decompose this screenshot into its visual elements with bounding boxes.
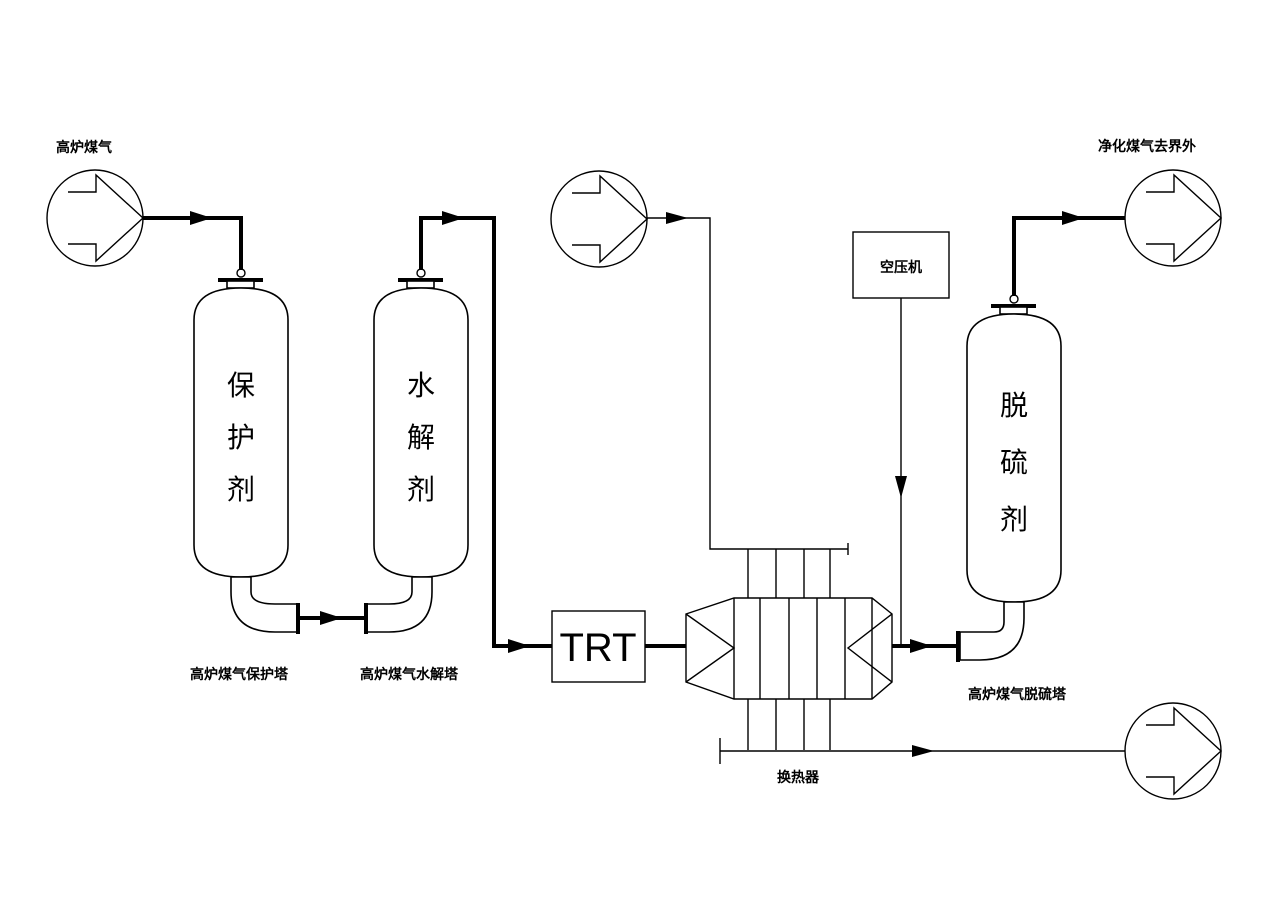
desulfurization-vessel-char-1: 脱 [1000, 389, 1028, 422]
guard-vessel-char-3: 剂 [227, 473, 255, 506]
pipe-inlet-to-guard [143, 211, 246, 278]
trt-unit: TRT [551, 610, 646, 683]
guard-tower-label: 高炉煤气保护塔 [190, 666, 289, 683]
pipe-desulfurization-to-outlet [1009, 211, 1125, 304]
compressor-label: 空压机 [880, 259, 922, 276]
desulfurization-tower-label: 高炉煤气脱硫塔 [968, 686, 1067, 703]
heat-exchanger-label: 换热器 [777, 769, 820, 786]
hydrolysis-vessel-char-3: 剂 [407, 473, 435, 506]
hydrolysis-vessel-char-1: 水 [407, 369, 435, 402]
trt-inlet-flow-symbol [550, 170, 649, 268]
desulfurization-vessel-char-2: 硫 [1000, 446, 1028, 479]
pipe-upper-manifold [647, 212, 849, 555]
desulfurization-tower: 脱 硫 剂 [966, 304, 1062, 603]
outlet-gas-label: 净化煤气去界外 [1098, 138, 1196, 155]
inlet-gas-label: 高炉煤气 [56, 139, 112, 156]
hydrolysis-tower: 水 解 剂 [373, 278, 469, 578]
pipe-guard-to-hydrolysis [230, 576, 433, 634]
air-compressor: 空压机 [852, 231, 950, 646]
outlet-flow-symbol [1124, 169, 1223, 267]
guard-tower: 保 护 剂 [193, 278, 289, 578]
pipe-lower-manifold [719, 738, 1125, 764]
hydrolysis-vessel-char-2: 解 [407, 421, 435, 454]
pipe-hydrolysis-to-trt [416, 211, 552, 653]
guard-vessel-char-1: 保 [227, 369, 255, 402]
trt-label: TRT [559, 626, 636, 670]
desulfurization-vessel-char-3: 剂 [1000, 503, 1028, 536]
inlet-flow-symbol [46, 169, 145, 267]
pipe-exchanger-to-desulfurization [892, 601, 1025, 662]
hydrolysis-tower-label: 高炉煤气水解塔 [360, 666, 459, 683]
guard-vessel-char-2: 护 [227, 421, 255, 454]
exchanger-outlet-flow-symbol [1124, 702, 1223, 800]
heat-exchanger [685, 549, 893, 750]
